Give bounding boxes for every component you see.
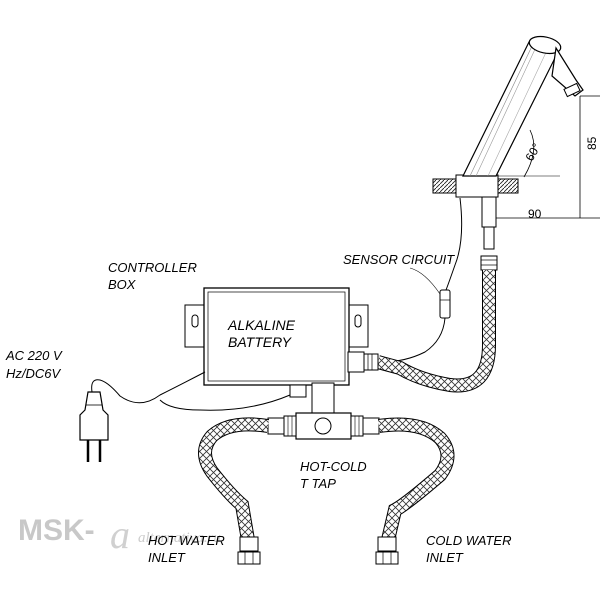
- cold-inlet-label-line2: INLET: [426, 550, 464, 565]
- power-plug-icon: [79, 391, 109, 462]
- tap-label-line2: T TAP: [300, 476, 336, 491]
- battery-label-line2: BATTERY: [228, 334, 293, 350]
- power-label-line1: AC 220 V: [5, 348, 63, 363]
- watermark-script: alternativa.ru: [138, 530, 221, 546]
- sensor-cable: [381, 197, 463, 363]
- watermark-brand: MSK-: [18, 514, 95, 547]
- controller-box-label-line2: BOX: [108, 277, 137, 292]
- controller-box-label-line1: CONTROLLER: [108, 260, 197, 275]
- cold-water-fitting: [375, 536, 399, 565]
- hot-water-fitting: [237, 536, 261, 565]
- dimension-angle: 60°: [522, 141, 543, 164]
- dimension-width: 90: [528, 207, 542, 221]
- cold-inlet-label-line1: COLD WATER: [426, 533, 511, 548]
- tap-label-line1: HOT-COLD: [300, 459, 367, 474]
- t-tap: [267, 382, 380, 440]
- battery-label-line1: ALKALINE: [227, 317, 296, 333]
- hot-inlet-label-line2: INLET: [148, 550, 186, 565]
- countertop: [432, 174, 519, 198]
- dimension-height: 85: [585, 136, 599, 150]
- power-cable: [91, 371, 291, 411]
- power-label-line2: Hz/DC6V: [6, 366, 62, 381]
- svg-text:a: a: [110, 512, 130, 557]
- hot-inlet-label-line1: HOT WATER: [148, 533, 225, 548]
- controller-box: ALKALINE BATTERY: [184, 287, 379, 398]
- watermark: MSK- a alternativa.ru: [18, 512, 221, 557]
- faucet-shank: [480, 196, 498, 271]
- faucet-spout: [462, 35, 584, 177]
- sensor-circuit-label: SENSOR CIRCUIT: [343, 252, 455, 267]
